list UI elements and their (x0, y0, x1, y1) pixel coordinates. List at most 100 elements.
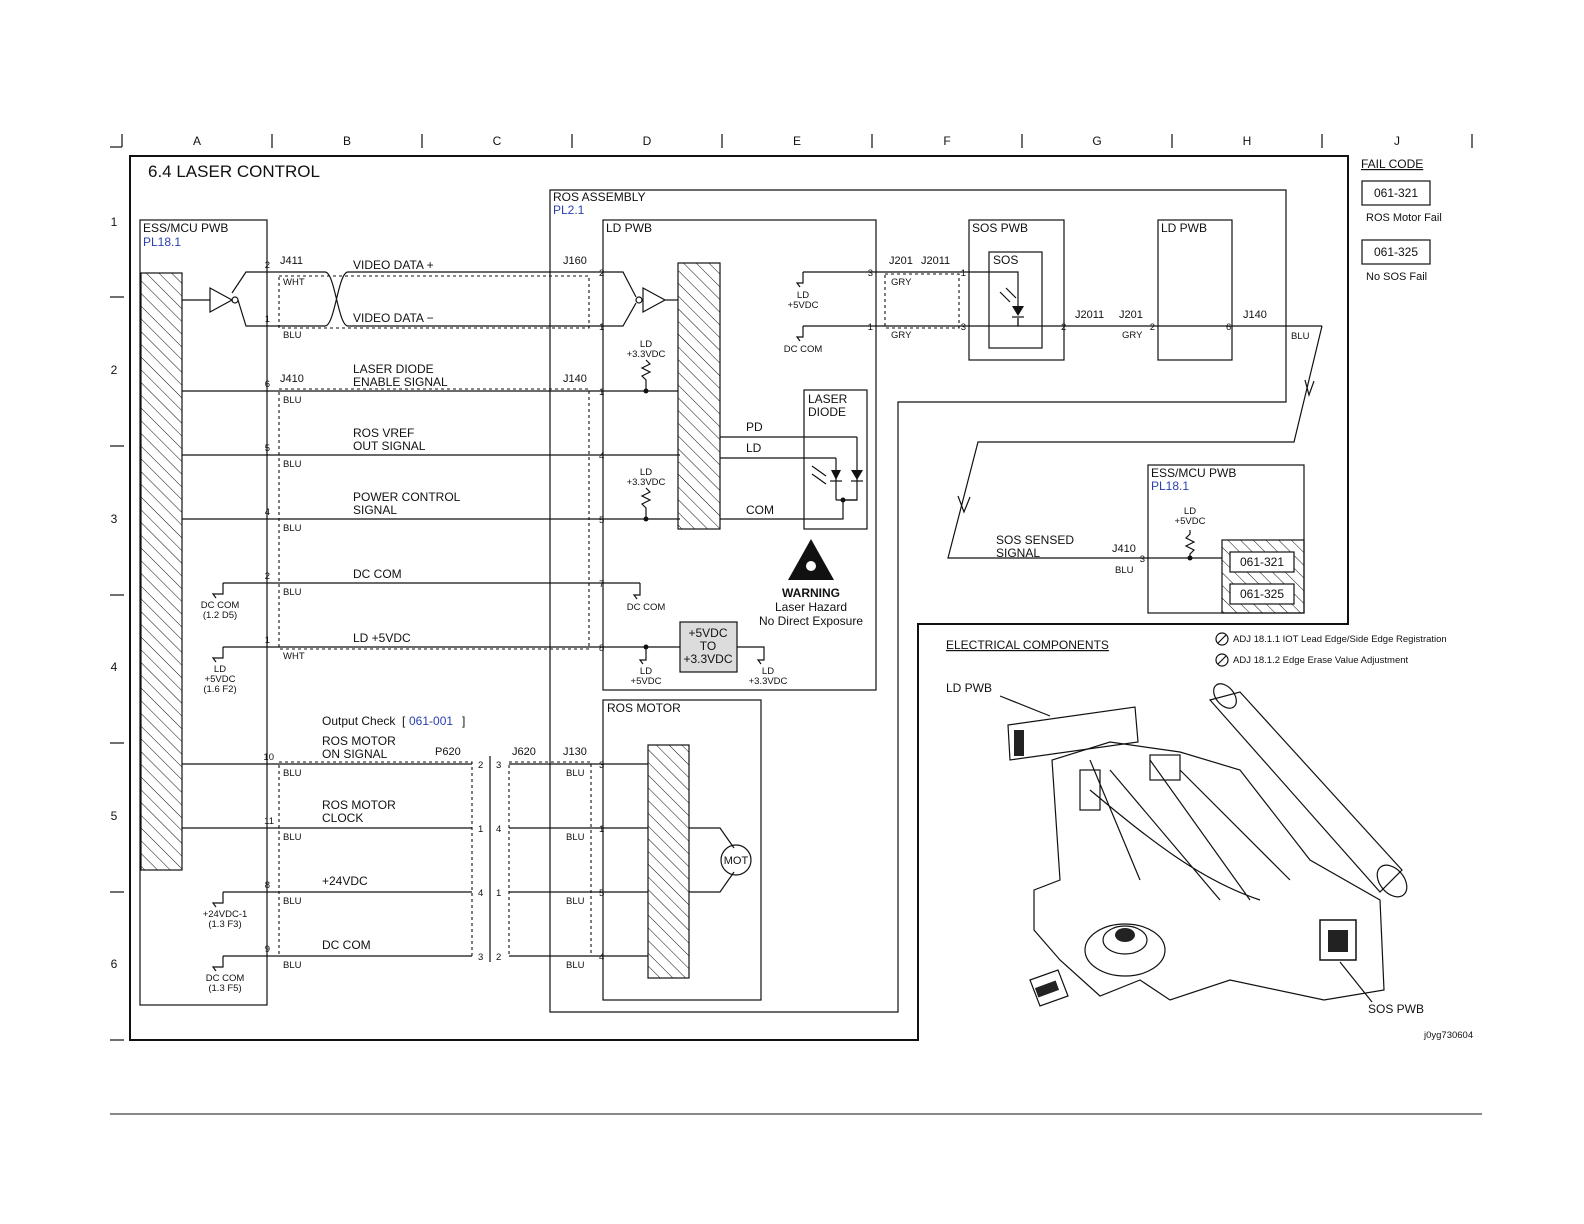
wire-color: BLU (283, 960, 302, 971)
pin-number: 3 (1140, 554, 1145, 565)
pin-number: 2 (265, 571, 270, 582)
pin-number: 1 (496, 888, 501, 899)
line-driver-icon (209, 286, 234, 314)
power-ref: LD (640, 467, 652, 478)
ros-motor-label: ROS MOTOR (607, 701, 681, 715)
ess-mcu-pwb-left: ESS/MCU PWB PL18.1 (139, 219, 268, 1006)
row-label: 6 (111, 957, 118, 971)
sos-signal-route (947, 325, 1323, 559)
row-label: 5 (111, 809, 118, 823)
connector-label: J201 (889, 255, 913, 267)
sos-pwb-label: SOS PWB (972, 221, 1028, 235)
column-label: D (643, 134, 652, 148)
signal-label: LD +5VDC (353, 631, 411, 645)
pin-number: 1 (265, 635, 270, 646)
row-ruler: 1 2 3 4 5 6 (110, 215, 124, 1041)
converter-label: +3.3VDC (683, 652, 732, 666)
diagram-frame (129, 155, 1349, 1041)
column-label: F (943, 134, 950, 148)
ess-mcu-pwb-right: ESS/MCU PWB PL18.1 LD +5VDC 3 061-321 06… (1140, 464, 1305, 614)
column-label: A (193, 134, 201, 148)
ess-mcu-ref: PL18.1 (143, 235, 181, 249)
signal-label: CLOCK (322, 811, 363, 825)
ros-assembly-ref: PL2.1 (553, 203, 585, 217)
power-ref: LD (762, 666, 774, 677)
pin-number: 5 (599, 888, 604, 899)
pin-number: 7 (599, 579, 604, 590)
signal-label: +24VDC (322, 874, 368, 888)
signal-label: ROS MOTOR (322, 798, 396, 812)
pin-number: 5 (265, 443, 270, 454)
adjustment-text: ADJ 18.1.2 Edge Erase Value Adjustment (1233, 655, 1409, 666)
connector-label: J411 (280, 255, 303, 267)
signal-label: VIDEO DATA + (353, 258, 434, 272)
pin-number: 1 (599, 824, 604, 835)
wire-color: BLU (1115, 565, 1134, 576)
wire-color: GRY (891, 330, 912, 341)
electrical-components-heading: ELECTRICAL COMPONENTS (946, 638, 1109, 652)
pin-number: 4 (478, 888, 483, 899)
svg-text:[: [ (402, 714, 406, 728)
output-check-code: 061-001 (409, 714, 453, 728)
ros-assembly-box (549, 189, 1287, 1013)
power-ref: DC COM (201, 600, 240, 611)
signal-label: ROS MOTOR (322, 734, 396, 748)
adjustment-text: ADJ 18.1.1 IOT Lead Edge/Side Edge Regis… (1233, 634, 1447, 645)
wire-color: BLU (283, 587, 302, 598)
ld-pwb-ic (677, 262, 721, 530)
pin-number: 1 (265, 314, 270, 325)
sos-label: SOS (993, 253, 1018, 267)
pin-number: 1 (599, 387, 604, 398)
photo-diode-icon (831, 470, 841, 480)
wire-color: BLU (283, 523, 302, 534)
power-ref: LD (1184, 506, 1196, 517)
power-ref: +5VDC (205, 674, 236, 685)
connector-label: J201 (1119, 309, 1143, 321)
power-ref: DC COM (206, 973, 245, 984)
ess-mcu-name: ESS/MCU PWB (1151, 466, 1236, 480)
pin-number: 2 (265, 260, 270, 271)
pin-number: 5 (599, 515, 604, 526)
column-label: G (1092, 134, 1101, 148)
mot-label: MOT (724, 855, 749, 867)
motor-driver-ic (647, 744, 690, 979)
svg-text:]: ] (462, 714, 465, 728)
column-label: E (793, 134, 801, 148)
power-ref: (1.3 F3) (208, 919, 241, 930)
pin-number: 1 (599, 322, 604, 333)
connector-label: J410 (280, 373, 304, 385)
wire-color: BLU (283, 768, 302, 779)
signal-label: ROS VREF (353, 426, 414, 440)
laser-diode-label: DIODE (808, 405, 846, 419)
pin-number: 2 (1150, 322, 1155, 333)
power-ref: +24VDC-1 (203, 909, 248, 920)
power-ref: LD (640, 666, 652, 677)
laser-diode-label: LASER (808, 392, 848, 406)
laser-diode-icon (851, 470, 863, 480)
connector-label: P620 (435, 746, 461, 758)
pin-number: 8 (599, 643, 604, 654)
pin-number: 3 (599, 760, 604, 771)
adjustment-icon (1215, 653, 1229, 667)
pin-number: 6 (265, 379, 270, 390)
fail-code: 061-321 (1240, 555, 1284, 569)
wire-color: BLU (283, 459, 302, 470)
converter-label: +5VDC (688, 626, 727, 640)
wire-color: GRY (891, 277, 912, 288)
power-ref: +5VDC (631, 676, 662, 687)
column-label: J (1394, 134, 1400, 148)
power-ref: (1.2 D5) (203, 610, 237, 621)
pin-number: 3 (868, 268, 873, 279)
signal-label: OUT SIGNAL (353, 439, 426, 453)
ess-mcu-ic (140, 272, 183, 871)
pin-number: 4 (265, 507, 270, 518)
signal-label: PD (746, 420, 763, 434)
pin-number: 4 (599, 451, 604, 462)
ld-pwb-label: LD PWB (606, 221, 652, 235)
pin-number: 3 (478, 952, 483, 963)
wire-color: BLU (566, 960, 585, 971)
wire-color: BLU (283, 896, 302, 907)
pin-number: 1 (868, 322, 873, 333)
row-label: 3 (111, 512, 118, 526)
row-label: 2 (111, 363, 118, 377)
